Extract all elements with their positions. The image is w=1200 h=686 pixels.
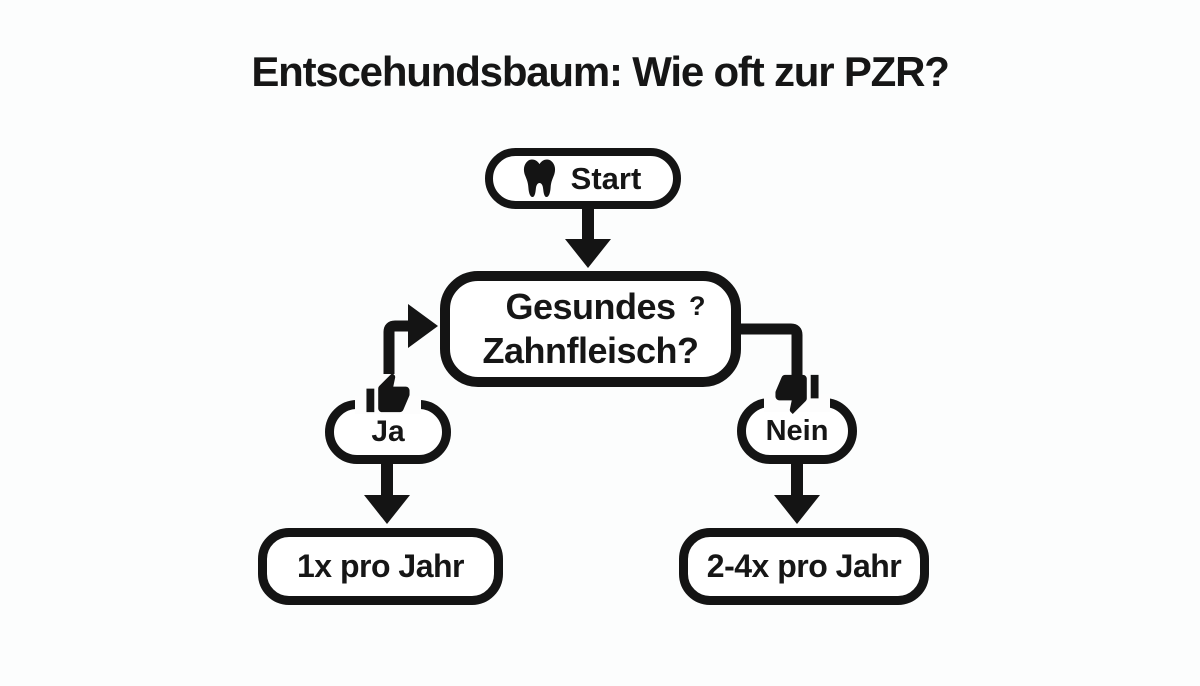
edge-start-decision-arrowhead [565, 239, 611, 268]
edge-yes-decision-elbow [383, 320, 411, 374]
edge-no-outcome-arrowhead [774, 495, 820, 524]
no-node: Nein [737, 374, 857, 464]
decision-line2: Zahnfleisch? [482, 330, 699, 371]
thumbs-down-icon [775, 374, 819, 415]
outcome-no-label: 2-4x pro Jahr [706, 548, 902, 584]
no-label: Nein [765, 414, 829, 447]
yes-label: Ja [371, 415, 405, 448]
question-superscript: ? [689, 291, 706, 321]
edge-yes-decision-arrowhead [408, 304, 438, 348]
edge-yes-outcome-arrowhead [364, 495, 410, 524]
diagram-title: Entscehundsbaum: Wie oft zur PZR? [251, 48, 950, 95]
outcome-yes-label: 1x pro Jahr [296, 548, 465, 584]
outcome-yes-node: 1x pro Jahr [258, 528, 503, 605]
decision-node: Gesundes Zahnfleisch? ? [440, 271, 741, 387]
start-label: Start [570, 160, 642, 196]
edge-decision-no-elbow [738, 323, 803, 376]
thumbs-up-icon [366, 372, 410, 413]
start-node: Start [485, 148, 681, 209]
tooth-icon [523, 159, 555, 197]
outcome-no-node: 2-4x pro Jahr [679, 528, 929, 605]
yes-node: Ja [325, 372, 451, 464]
decision-line1: Gesundes [505, 286, 676, 327]
